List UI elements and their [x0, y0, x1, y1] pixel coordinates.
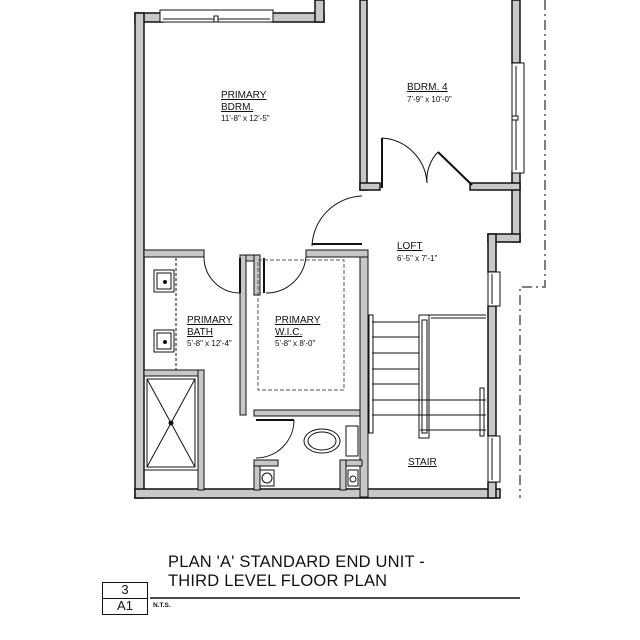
room-dimensions: 11'-8" x 12'-5" [221, 114, 270, 123]
stair [368, 314, 486, 439]
room-label-bedroom-4: BDRM. 4 7'-9" x 10'-0" [407, 82, 452, 104]
scale-note: N.T.S. [153, 602, 171, 609]
window-right-bedroom [511, 62, 525, 174]
window-top [159, 9, 274, 23]
room-dimensions: 5'-8" x 8'-0" [275, 339, 316, 348]
room-name: BDRM. [221, 101, 254, 113]
room-label-stair: STAIR [408, 457, 437, 469]
room-name: STAIR [408, 457, 437, 468]
exterior-walls [134, 0, 521, 499]
detail-number-box: 3 [102, 582, 148, 599]
drawing-title-line-1: PLAN 'A' STANDARD END UNIT - [168, 553, 425, 571]
room-label-primary-bath: PRIMARY BATH 5'-8" x 12'-4" [187, 315, 232, 348]
shower [144, 378, 198, 471]
property-line [519, 0, 546, 498]
window-right-loft [487, 271, 501, 483]
room-name: PRIMARY [221, 90, 267, 101]
room-name: W.I.C. [275, 326, 303, 338]
room-dimensions: 5'-8" x 12'-4" [187, 339, 232, 348]
room-name: BDRM. 4 [407, 82, 448, 93]
room-label-primary-bedroom: PRIMARY BDRM. 11'-8" x 12'-5" [221, 90, 270, 123]
sheet-number-box: A1 [102, 598, 148, 615]
room-dimensions: 7'-9" x 10'-0" [407, 94, 452, 104]
room-label-primary-wic: PRIMARY W.I.C. 5'-8" x 8'-0" [275, 315, 320, 348]
room-name: LOFT [397, 241, 423, 252]
toilet [259, 425, 359, 487]
interior-walls [143, 249, 369, 498]
closet-shelf [257, 259, 345, 391]
vanity-sinks [153, 258, 177, 370]
room-name: PRIMARY [187, 315, 233, 326]
room-name: PRIMARY [275, 315, 321, 326]
room-dimensions: 6'-5" x 7'-1" [397, 253, 438, 263]
drawing-title-line-2: THIRD LEVEL FLOOR PLAN [168, 572, 388, 590]
room-label-loft: LOFT 6'-5" x 7'-1" [397, 241, 437, 263]
room-name: BATH [187, 326, 213, 338]
doors [203, 137, 473, 459]
